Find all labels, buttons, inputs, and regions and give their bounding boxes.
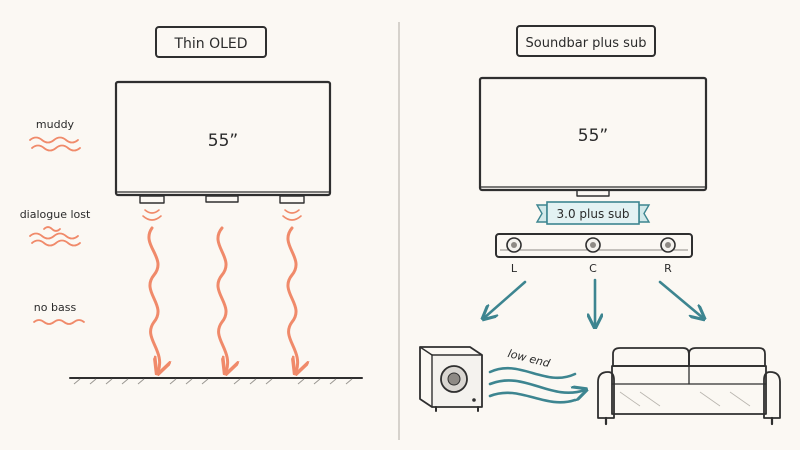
floor: [69, 377, 363, 385]
driver-left: [506, 237, 522, 253]
no-bass-squiggle-icon: [33, 319, 85, 325]
arrow-left-channel: [484, 280, 527, 318]
right-panel: Soundbar plus sub 55” 3.0 plus sub: [419, 25, 781, 426]
channel-arrows: [484, 278, 703, 326]
dialogue-squiggle-icon: [29, 226, 81, 247]
problem-dialogue-lost: dialogue lost: [20, 208, 91, 221]
channel-center-label: C: [589, 262, 597, 275]
low-end-label: low end: [506, 347, 552, 370]
left-panel: Thin OLED 55”: [20, 26, 363, 385]
left-title-box: Thin OLED: [155, 26, 267, 58]
problem-no-bass: no bass: [34, 301, 77, 314]
problem-muddy: muddy: [36, 118, 75, 131]
driver-right: [660, 237, 676, 253]
right-title-box: Soundbar plus sub: [516, 25, 656, 57]
right-title: Soundbar plus sub: [526, 36, 647, 51]
couch: [597, 347, 781, 426]
left-speaker-grille: [139, 195, 165, 204]
left-tv: 55”: [114, 80, 332, 204]
muddy-squiggle-icon: [29, 136, 81, 152]
subwoofer: [419, 346, 483, 412]
wave-center: [216, 226, 228, 372]
channel-right-label: R: [664, 262, 672, 275]
downward-sound-waves: [147, 226, 298, 372]
left-title: Thin OLED: [173, 36, 247, 52]
tv-stand-foot: [576, 189, 610, 197]
center-stand-foot: [205, 195, 239, 203]
config-banner: 3.0 plus sub: [535, 201, 651, 225]
problem-list: muddy dialogue lost no bass: [20, 118, 91, 325]
left-speaker-ripples: [142, 209, 302, 221]
low-end-waves: [488, 366, 585, 404]
right-tv-size: 55”: [578, 126, 608, 146]
arrow-right-channel: [658, 280, 703, 318]
channel-left-label: L: [511, 262, 518, 275]
driver-center: [585, 237, 601, 253]
banner-label: 3.0 plus sub: [557, 207, 630, 221]
left-tv-size: 55”: [208, 131, 238, 151]
right-tv: 55”: [478, 76, 708, 197]
right-speaker-grille: [279, 195, 305, 204]
soundbar: L C R: [495, 233, 693, 275]
wave-right: [286, 226, 298, 372]
wave-left: [147, 226, 160, 372]
